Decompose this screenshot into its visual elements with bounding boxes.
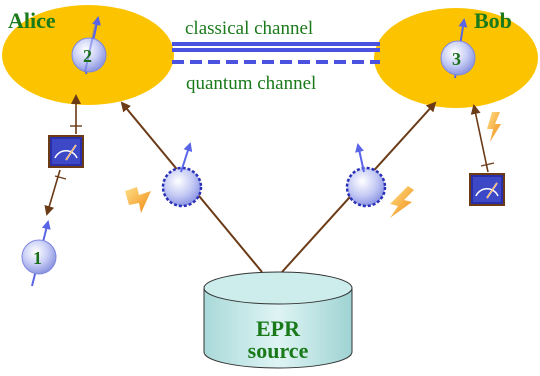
bob-meter-tick: [480, 162, 495, 167]
alice-measurement-meter-icon: [48, 135, 84, 168]
qubit-3-label: 3: [452, 49, 461, 69]
lightning-icon: [390, 186, 414, 218]
epr-photon-left: [161, 142, 203, 208]
qubit-3: 3: [440, 18, 476, 79]
quantum-channel-label: quantum channel: [186, 73, 316, 94]
epr-source-label-line2: source: [248, 338, 309, 363]
alice-meter-bottom-tick: [54, 175, 67, 180]
bob-measurement-meter-icon: [469, 173, 505, 206]
qubit-2-label: 2: [83, 46, 92, 66]
epr-source-cylinder: [203, 271, 353, 369]
bob-label: Bob: [474, 8, 512, 33]
lightning-icon: [487, 112, 501, 142]
bob-meter-to-lab-arrow: [470, 104, 489, 173]
qubit-1-label: 1: [33, 248, 42, 268]
qubit-2: 2: [71, 16, 107, 75]
epr-photon-right: [345, 143, 387, 208]
alice-label: Alice: [8, 8, 56, 33]
lightning-icon: [125, 187, 151, 213]
qubit-1: 1: [21, 220, 57, 287]
epr-source-label-line1: EPR: [256, 316, 301, 341]
classical-channel: [172, 42, 380, 52]
classical-channel-label: classical channel: [185, 18, 313, 39]
